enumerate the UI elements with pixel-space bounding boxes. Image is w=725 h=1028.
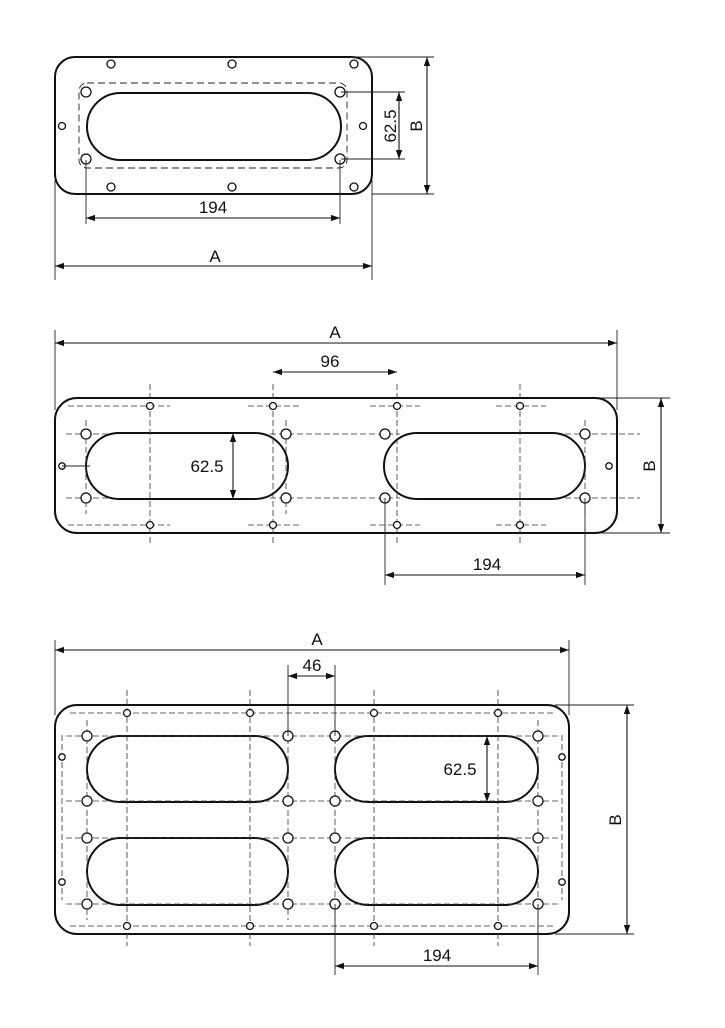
dim-B-label: B (606, 814, 625, 825)
dim-B-label: B (407, 120, 426, 131)
dim-46-label: 46 (303, 656, 322, 675)
dim-194-label: 194 (473, 555, 501, 574)
mounting-holes (57, 59, 368, 192)
plate-outline (54, 704, 570, 935)
center-lines (61, 690, 563, 946)
bolt-pattern-line (78, 82, 348, 169)
dim-A-label: A (329, 323, 341, 342)
dim-194-label: 194 (199, 198, 227, 217)
slot-cutout-bottom-left (86, 837, 289, 906)
plate-outline (54, 56, 373, 195)
plate-outline (54, 397, 618, 534)
dim-62-5-label: 62.5 (381, 109, 400, 142)
mounting-holes (58, 401, 613, 530)
slot-cutout-bottom-right (334, 837, 539, 906)
dim-62-5-label: 62.5 (190, 457, 223, 476)
slot-cutout (86, 92, 342, 161)
slot-cutout-top-right (334, 735, 539, 803)
dim-A-label: A (311, 630, 323, 649)
slot-cutout-right (383, 432, 586, 500)
dim-A-label: A (209, 247, 221, 266)
dim-96-label: 96 (321, 352, 340, 371)
plate-quad-slot: A 46 62.5 B 194 (54, 630, 634, 975)
plate-double-slot: A 96 62.5 B 194 (54, 323, 670, 585)
dim-B-label: B (640, 460, 659, 471)
slot-cutout-top-left (86, 735, 289, 803)
dim-62-5-label: 62.5 (443, 760, 476, 779)
dim-194-label: 194 (423, 946, 451, 965)
slot-cutout-left (85, 432, 289, 500)
mounting-holes (58, 708, 566, 931)
plate-single-slot: 62.5 B 194 A (54, 56, 434, 280)
